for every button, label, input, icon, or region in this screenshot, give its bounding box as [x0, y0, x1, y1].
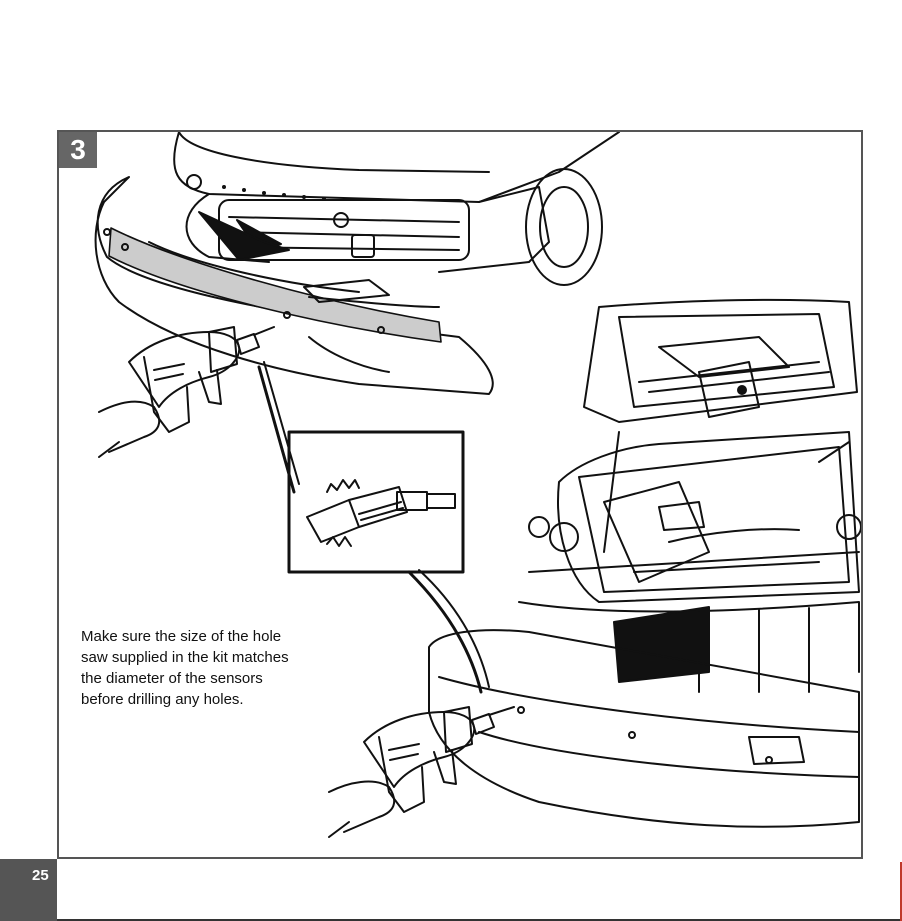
rear-car [429, 300, 861, 827]
instruction-line: before drilling any holes. [81, 691, 244, 708]
instruction-text: Make sure the size of the hole saw suppl… [81, 626, 341, 710]
illustration-frame: 3 Make sure the size of the hole saw sup… [57, 130, 863, 859]
instruction-line: Make sure the size of the hole [81, 628, 281, 645]
page-number: 25 [32, 867, 49, 884]
front-car [96, 132, 619, 394]
instruction-line: saw supplied in the kit matches [81, 649, 289, 666]
installation-illustration [59, 132, 861, 857]
hole-saw-icon [289, 432, 463, 572]
drill-icon [99, 327, 274, 457]
drill-icon [329, 707, 514, 837]
page-number-tab: 25 [0, 859, 57, 921]
step-number-badge: 3 [59, 132, 97, 168]
instruction-line: the diameter of the sensors [81, 670, 263, 687]
